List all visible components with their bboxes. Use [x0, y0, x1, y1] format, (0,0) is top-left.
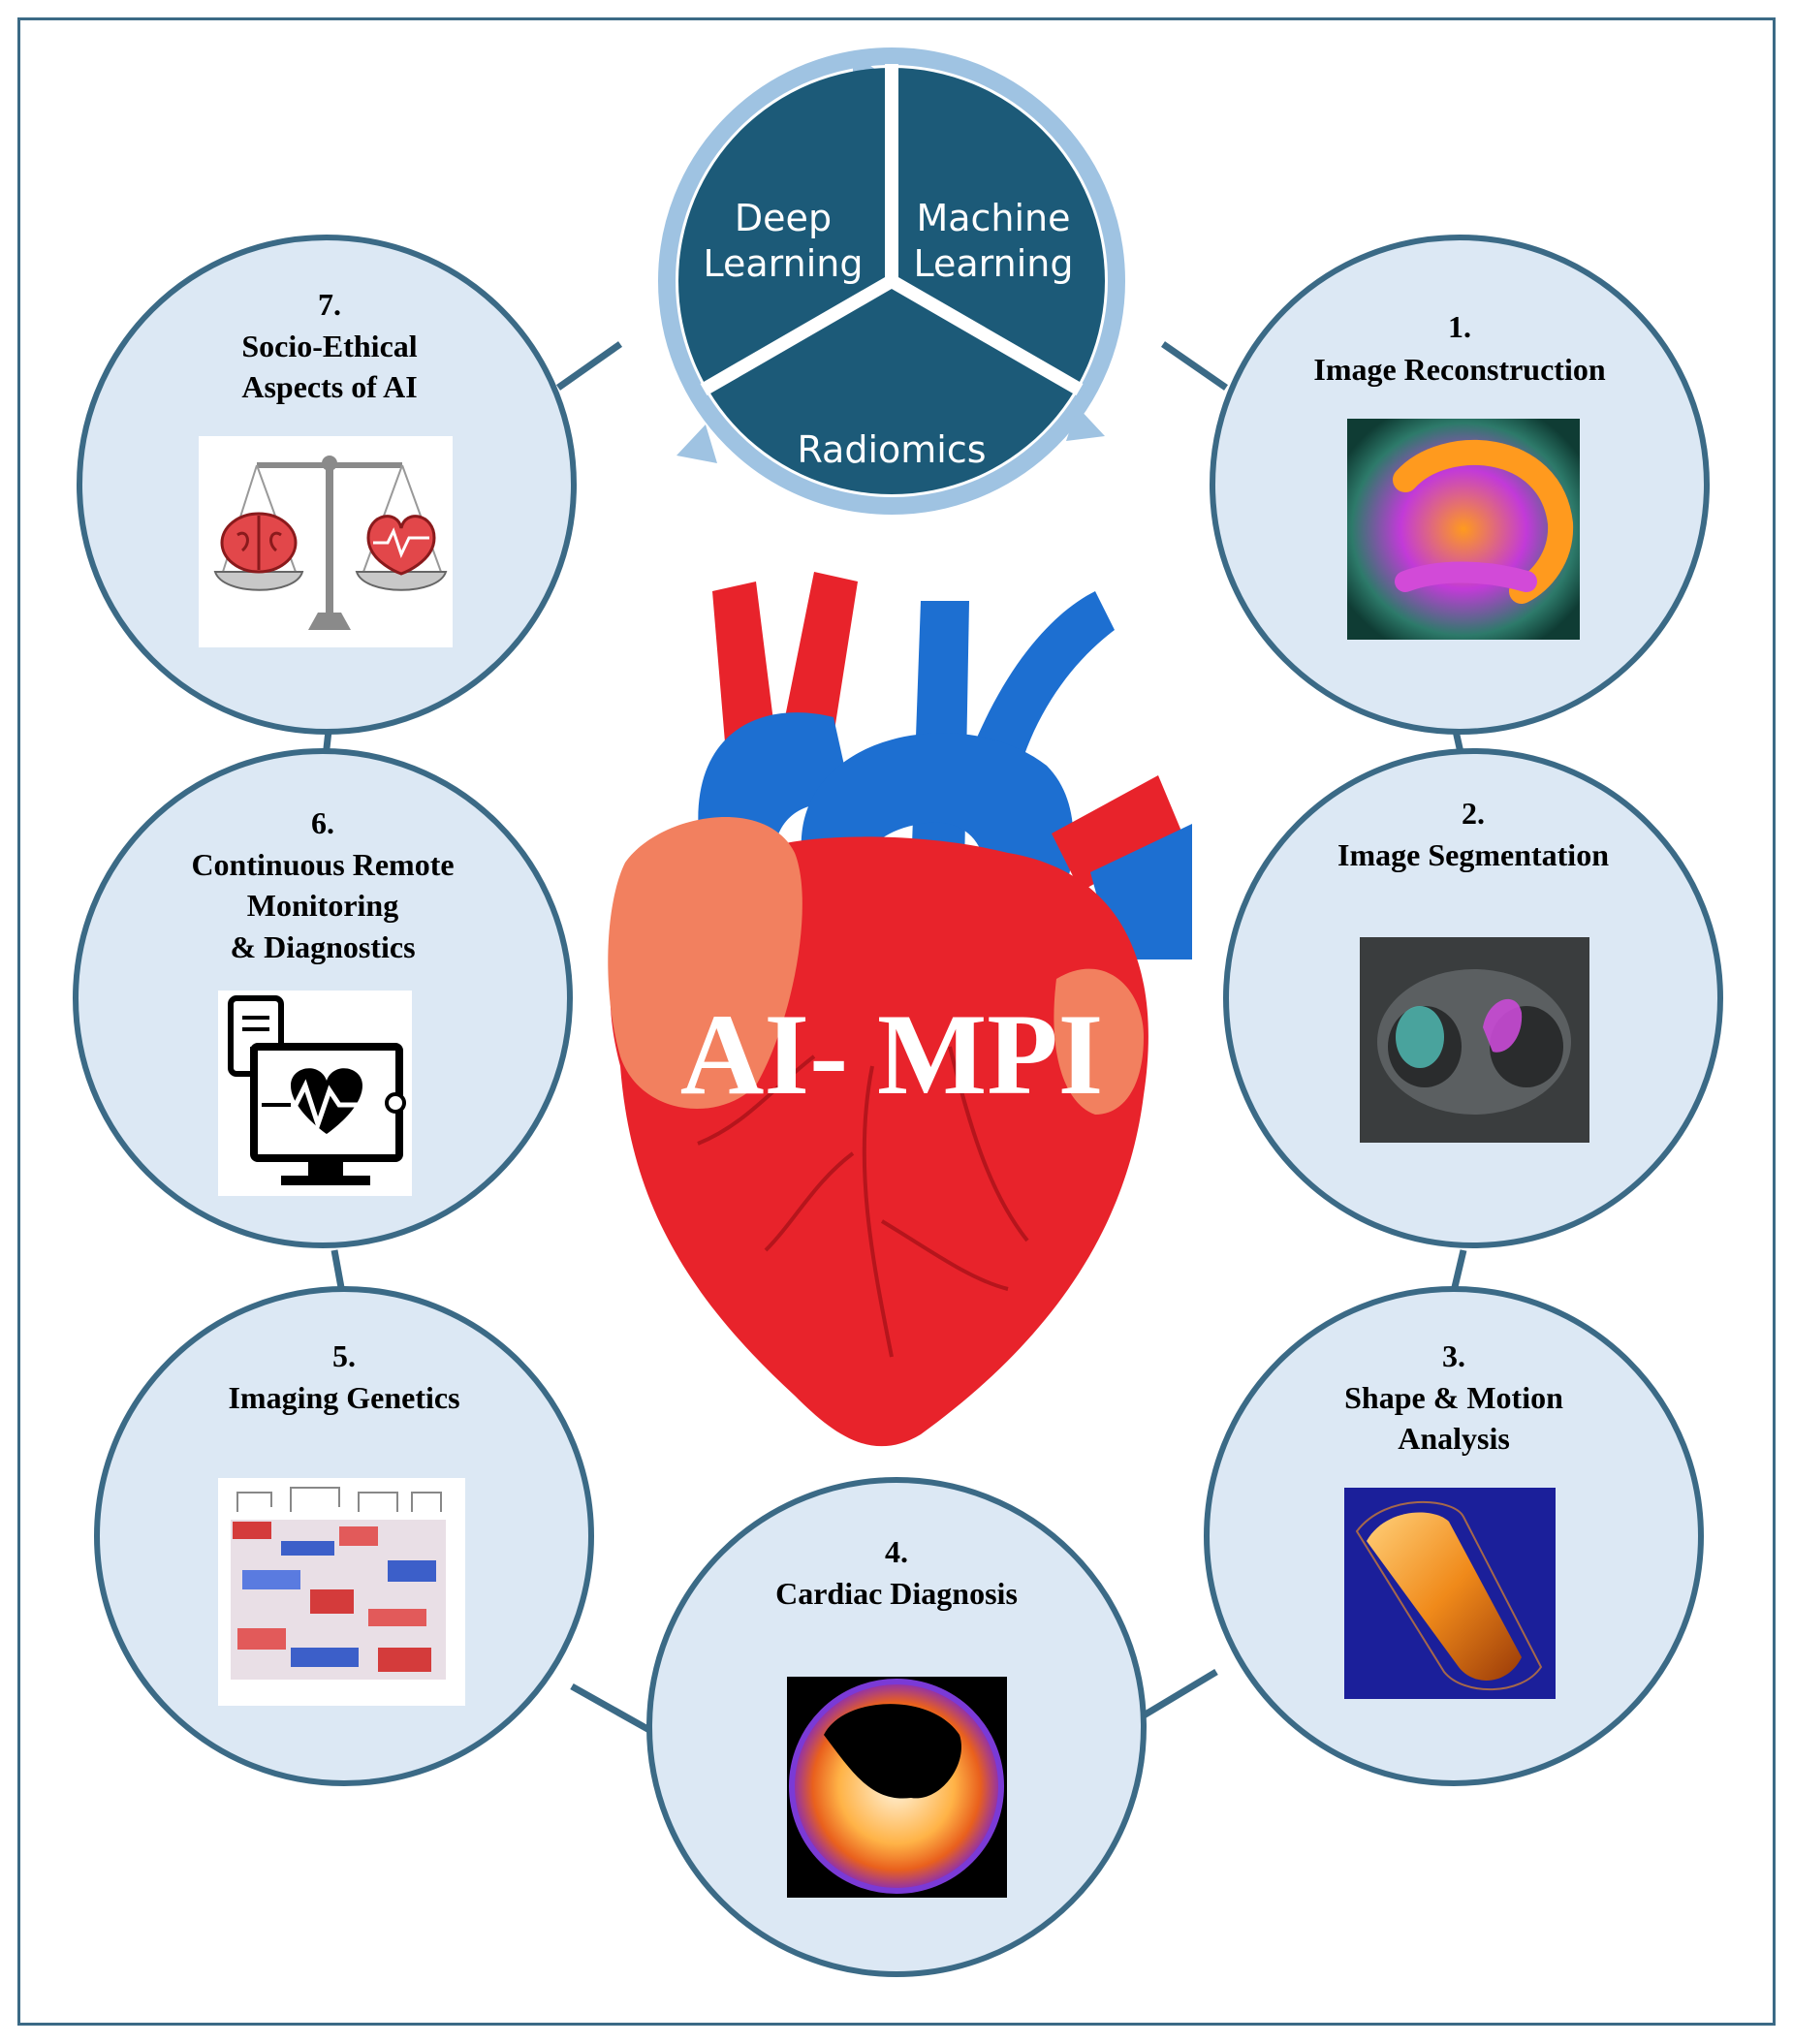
node-6-title-line2: Monitoring [247, 888, 398, 923]
node-6-number: 6. [311, 805, 334, 840]
node-5-number: 5. [332, 1338, 356, 1373]
genetic-heatmap-image [218, 1478, 465, 1706]
node-6-title-line3: & Diagnostics [230, 929, 415, 964]
ct-segmentation-image [1360, 937, 1589, 1143]
node-socio-ethical: 7. Socio-Ethical Aspects of AI [77, 235, 577, 735]
node-1-number: 1. [1448, 309, 1471, 344]
node-image-reconstruction: 1. Image Reconstruction [1210, 235, 1710, 735]
cycle-deep-line1: Deep [735, 197, 832, 239]
node-7-number: 7. [318, 287, 341, 322]
node-image-segmentation: 2. Image Segmentation [1223, 748, 1723, 1248]
node-remote-monitoring: 6. Continuous Remote Monitoring & Diagno… [73, 748, 573, 1248]
node-5-title: Imaging Genetics [228, 1380, 459, 1415]
cycle-radiomics: Radiomics [797, 428, 986, 471]
node-3-title-line1: Shape & Motion [1344, 1380, 1563, 1415]
cycle-machine-line1: Machine [916, 197, 1070, 239]
cycle-deep-line2: Learning [704, 242, 864, 285]
node-4-title: Cardiac Diagnosis [775, 1576, 1018, 1611]
arrow-head-right [1066, 407, 1105, 441]
node-imaging-genetics: 5. Imaging Genetics [94, 1286, 594, 1786]
node-7-title-line1: Socio-Ethical [241, 329, 417, 363]
node-1-title: Image Reconstruction [1313, 352, 1605, 387]
center-label: AI- MPI [680, 990, 1104, 1118]
3d-ventricle-shape-image [1344, 1488, 1556, 1699]
node-3-number: 3. [1442, 1338, 1465, 1373]
ai-methods-cycle: Deep Learning Machine Learning Radiomics [658, 47, 1125, 515]
node-7-title-line2: Aspects of AI [241, 369, 417, 404]
node-4-number: 4. [885, 1534, 908, 1569]
cycle-machine-line2: Learning [914, 242, 1074, 285]
node-2-title: Image Segmentation [1337, 837, 1609, 872]
node-6-title-line1: Continuous Remote [191, 847, 454, 882]
spect-reconstruction-image [1347, 419, 1580, 640]
heart-illustration: AI- MPI [608, 572, 1192, 1447]
polar-map-image [787, 1677, 1007, 1898]
node-2-number: 2. [1462, 796, 1485, 831]
node-cardiac-diagnosis: 4. Cardiac Diagnosis [646, 1477, 1147, 1977]
ethics-scale-icon [199, 436, 453, 647]
node-3-title-line2: Analysis [1398, 1421, 1510, 1456]
node-shape-motion: 3. Shape & Motion Analysis [1204, 1286, 1704, 1786]
remote-monitor-icon [218, 991, 412, 1196]
heart-icon [366, 515, 436, 576]
arrow-head-bottom-left [676, 425, 717, 463]
